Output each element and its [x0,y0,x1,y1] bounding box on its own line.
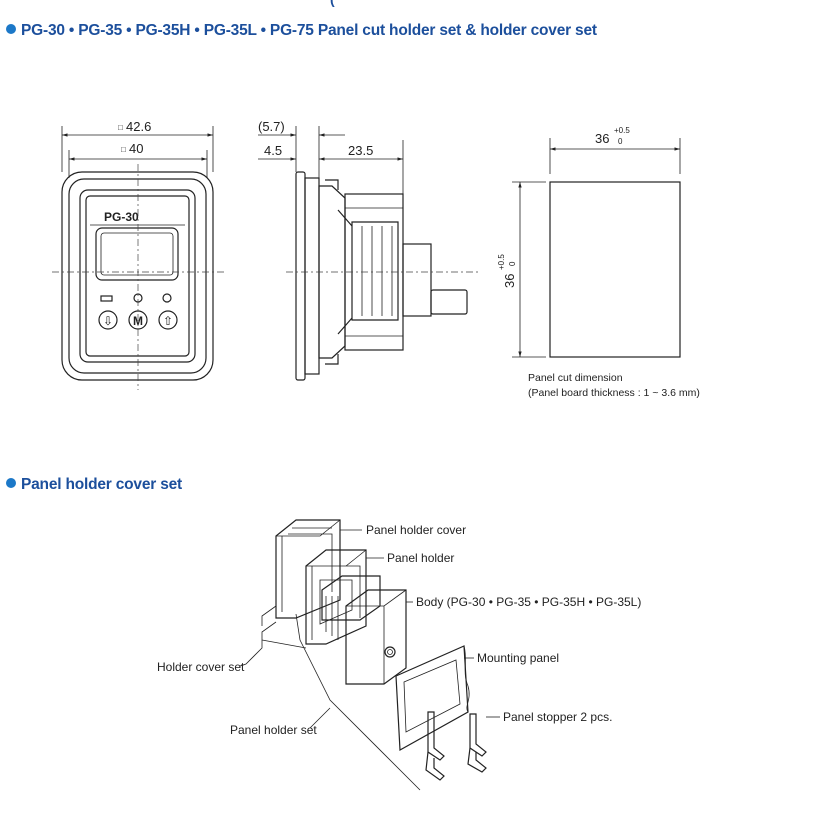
clipped-header-fragment: ( [330,0,335,7]
display-window [95,227,179,281]
side-dim-top: (5.7) [258,119,285,134]
holder-cover-part [275,519,341,619]
side-dim-left: 4.5 [264,143,282,158]
side-view: (5.7) 4.5 23.5 [258,119,478,381]
panel-thickness-caption: (Panel board thickness : 1 ~ 3.6 mm) [528,387,700,399]
up-arrow-icon: ⇧ [163,314,173,328]
label-holder-cover: Panel holder cover [366,523,466,537]
panel-cut-rect [549,181,681,358]
front-plate [295,171,306,381]
panel-stopper-part [469,713,487,757]
section-heading-cover-set: Panel holder cover set [6,476,182,494]
panel-holder-part [305,549,367,645]
outer-dim-value: 42.6 [126,119,151,134]
indicator-bar [100,295,113,302]
cable [430,289,468,315]
front-view: □ 42.6 □ 40 PG-30 ⇩ M ⇧ [52,119,224,390]
inner-dim-value: 40 [129,141,143,156]
body-part [345,589,407,685]
cut-height-tol-lower: 0 [508,261,517,266]
section-title: Panel holder cover set [21,476,182,493]
down-arrow-icon: ⇩ [103,314,113,328]
bullet-icon [6,24,16,34]
down-button [98,310,118,330]
cut-width-tol-lower: 0 [618,137,623,146]
bullet-icon [6,478,16,488]
cut-width-tol-upper: +0.5 [614,126,630,135]
label-holder-cover-set: Holder cover set [157,660,245,674]
body-port [384,646,396,658]
mounting-panel-part [395,645,469,751]
outer-bezel [61,171,214,381]
side-dim-right: 23.5 [348,143,373,158]
outer-dim-symbol: □ [118,123,123,132]
cut-height-tol-upper: +0.5 [497,254,506,270]
label-mounting-panel: Mounting panel [477,651,559,665]
inner-dim-symbol: □ [121,145,126,154]
rear-connector [402,243,432,317]
cut-height: 36 [502,274,517,288]
model-label: PG-30 [104,210,139,224]
panel-cut-view: 36 +0.5 0 36 +0.5 0 Panel cut dimension … [497,126,700,399]
label-panel-holder-set: Panel holder set [230,723,317,737]
exploded-view: Panel holder cover Panel holder Body (PG… [157,519,641,791]
label-panel-stopper: Panel stopper 2 pcs. [503,710,612,724]
label-body: Body (PG-30 • PG-35 • PG-35H • PG-35L) [416,595,641,609]
panel-cut-caption: Panel cut dimension [528,372,623,384]
section-title: PG-30 • PG-35 • PG-35H • PG-35L • PG-75 … [21,22,597,39]
section-heading-cut-holder: PG-30 • PG-35 • PG-35H • PG-35L • PG-75 … [6,22,597,40]
up-button [158,310,178,330]
label-panel-holder: Panel holder [387,551,454,565]
cut-width: 36 [595,131,609,146]
indicator-led [162,293,172,303]
